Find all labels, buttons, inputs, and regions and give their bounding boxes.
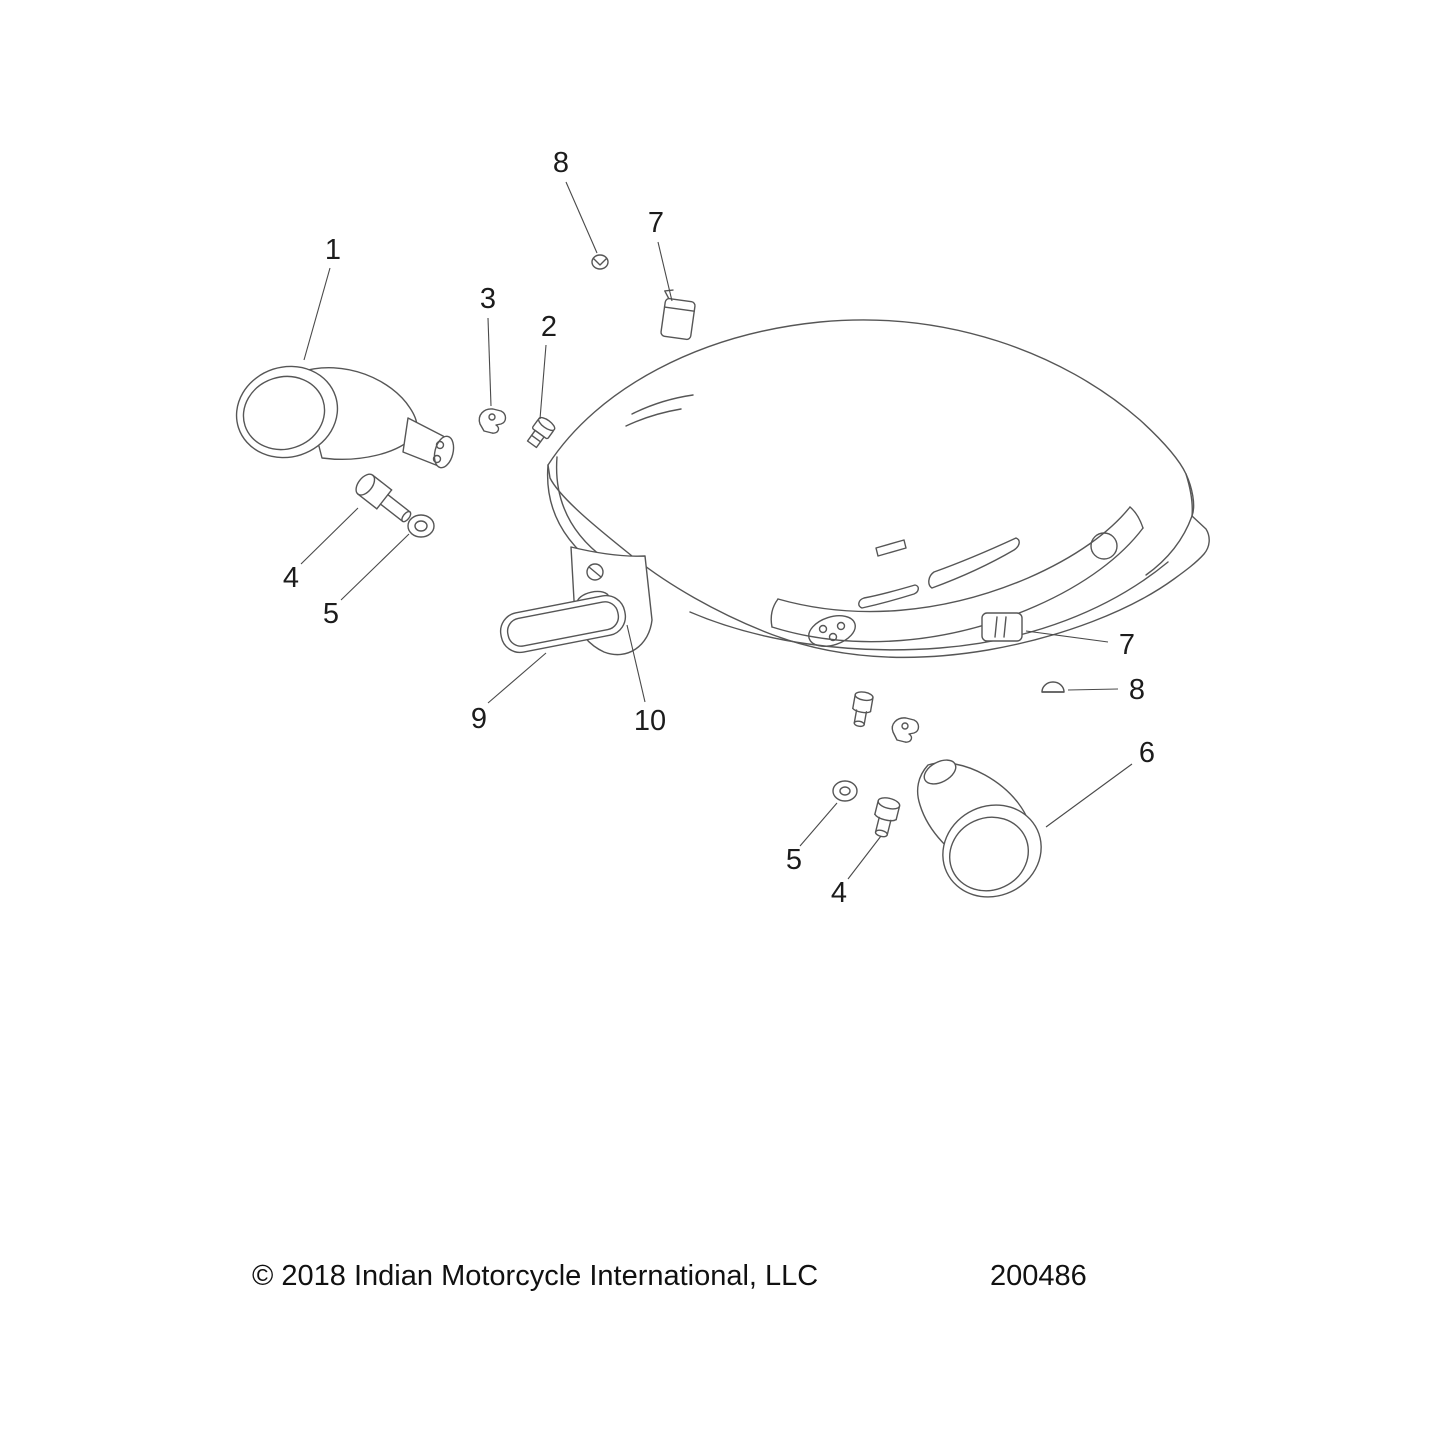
leader-lines xyxy=(300,181,1133,880)
leader-line xyxy=(539,344,547,420)
footer: © 2018 Indian Motorcycle International, … xyxy=(252,1260,1087,1292)
callout-4-left: 4 xyxy=(283,562,299,594)
callout-6: 6 xyxy=(1139,737,1155,769)
callouts: 8 7 1 3 2 4 5 9 10 7 8 6 5 4 xyxy=(283,147,1155,909)
washer-right xyxy=(832,780,858,802)
nut-top xyxy=(591,254,609,270)
clip-right xyxy=(981,612,1023,642)
leader-line xyxy=(487,317,492,407)
leader-line xyxy=(1045,763,1133,828)
bolt-left xyxy=(355,473,412,523)
leader-line xyxy=(657,241,673,302)
leader-line xyxy=(626,624,646,703)
part-number-text: 200486 xyxy=(990,1260,1087,1292)
cap-right xyxy=(1041,681,1065,693)
callout-10: 10 xyxy=(634,705,666,737)
callout-2: 2 xyxy=(541,311,557,343)
leader-line xyxy=(847,835,882,880)
clip-top xyxy=(660,289,696,341)
reflector xyxy=(499,594,627,654)
leader-line xyxy=(799,802,838,847)
clamp-right xyxy=(891,717,920,743)
washer-left xyxy=(407,514,435,538)
callout-8-top: 8 xyxy=(553,147,569,179)
turn-signal-left xyxy=(235,365,455,469)
callout-7-top: 7 xyxy=(648,207,664,239)
turn-signal-right xyxy=(916,759,1042,898)
bolt-right xyxy=(874,797,901,838)
leader-line xyxy=(565,181,598,254)
bolt-small-left xyxy=(526,416,556,449)
copyright-text: © 2018 Indian Motorcycle International, … xyxy=(252,1260,818,1292)
callout-7-right: 7 xyxy=(1119,629,1135,661)
leader-line xyxy=(1025,630,1109,643)
leader-line xyxy=(1067,688,1119,691)
leader-line xyxy=(303,267,331,361)
bolt-small-right xyxy=(852,691,874,728)
callout-4-right: 4 xyxy=(831,877,847,909)
leader-line xyxy=(340,533,410,601)
leader-line xyxy=(300,507,359,565)
callout-5-right: 5 xyxy=(786,844,802,876)
callout-5-left: 5 xyxy=(323,598,339,630)
callout-3: 3 xyxy=(480,283,496,315)
callout-9: 9 xyxy=(471,703,487,735)
callout-1: 1 xyxy=(325,234,341,266)
clamp-left xyxy=(478,408,507,434)
callout-8-right: 8 xyxy=(1129,674,1145,706)
leader-line xyxy=(487,652,547,704)
